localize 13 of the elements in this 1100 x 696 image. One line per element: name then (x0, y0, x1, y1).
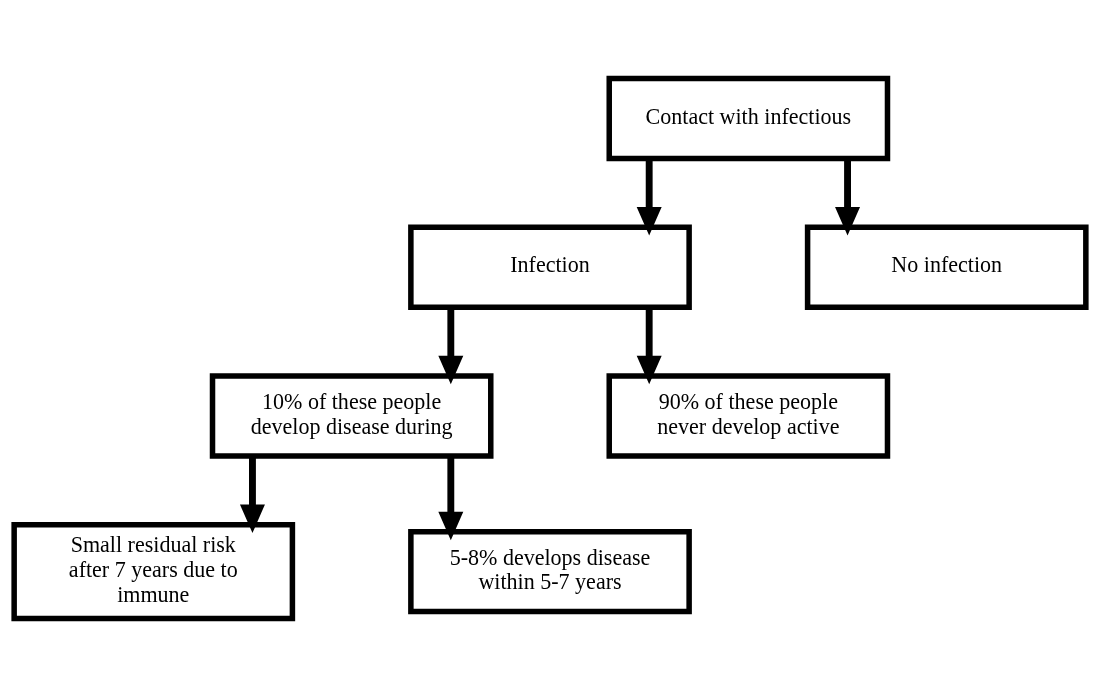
arrow (438, 307, 464, 384)
node-box: Small residual risk after 7 years due to immune (11, 521, 296, 621)
arrow (438, 455, 464, 540)
node-box: 90% of these people never develop active (606, 372, 891, 459)
node-box: 10% of these people develop disease during (209, 372, 494, 459)
arrow (239, 455, 265, 533)
arrow (835, 158, 861, 236)
arrow (636, 158, 662, 236)
node-box: 5-8% develops disease within 5-7 years (408, 528, 692, 614)
node-box: No infection (804, 224, 1089, 310)
arrow (636, 307, 662, 384)
node-box: Contact with infectious (606, 75, 891, 161)
node-box: Infection (408, 224, 692, 310)
